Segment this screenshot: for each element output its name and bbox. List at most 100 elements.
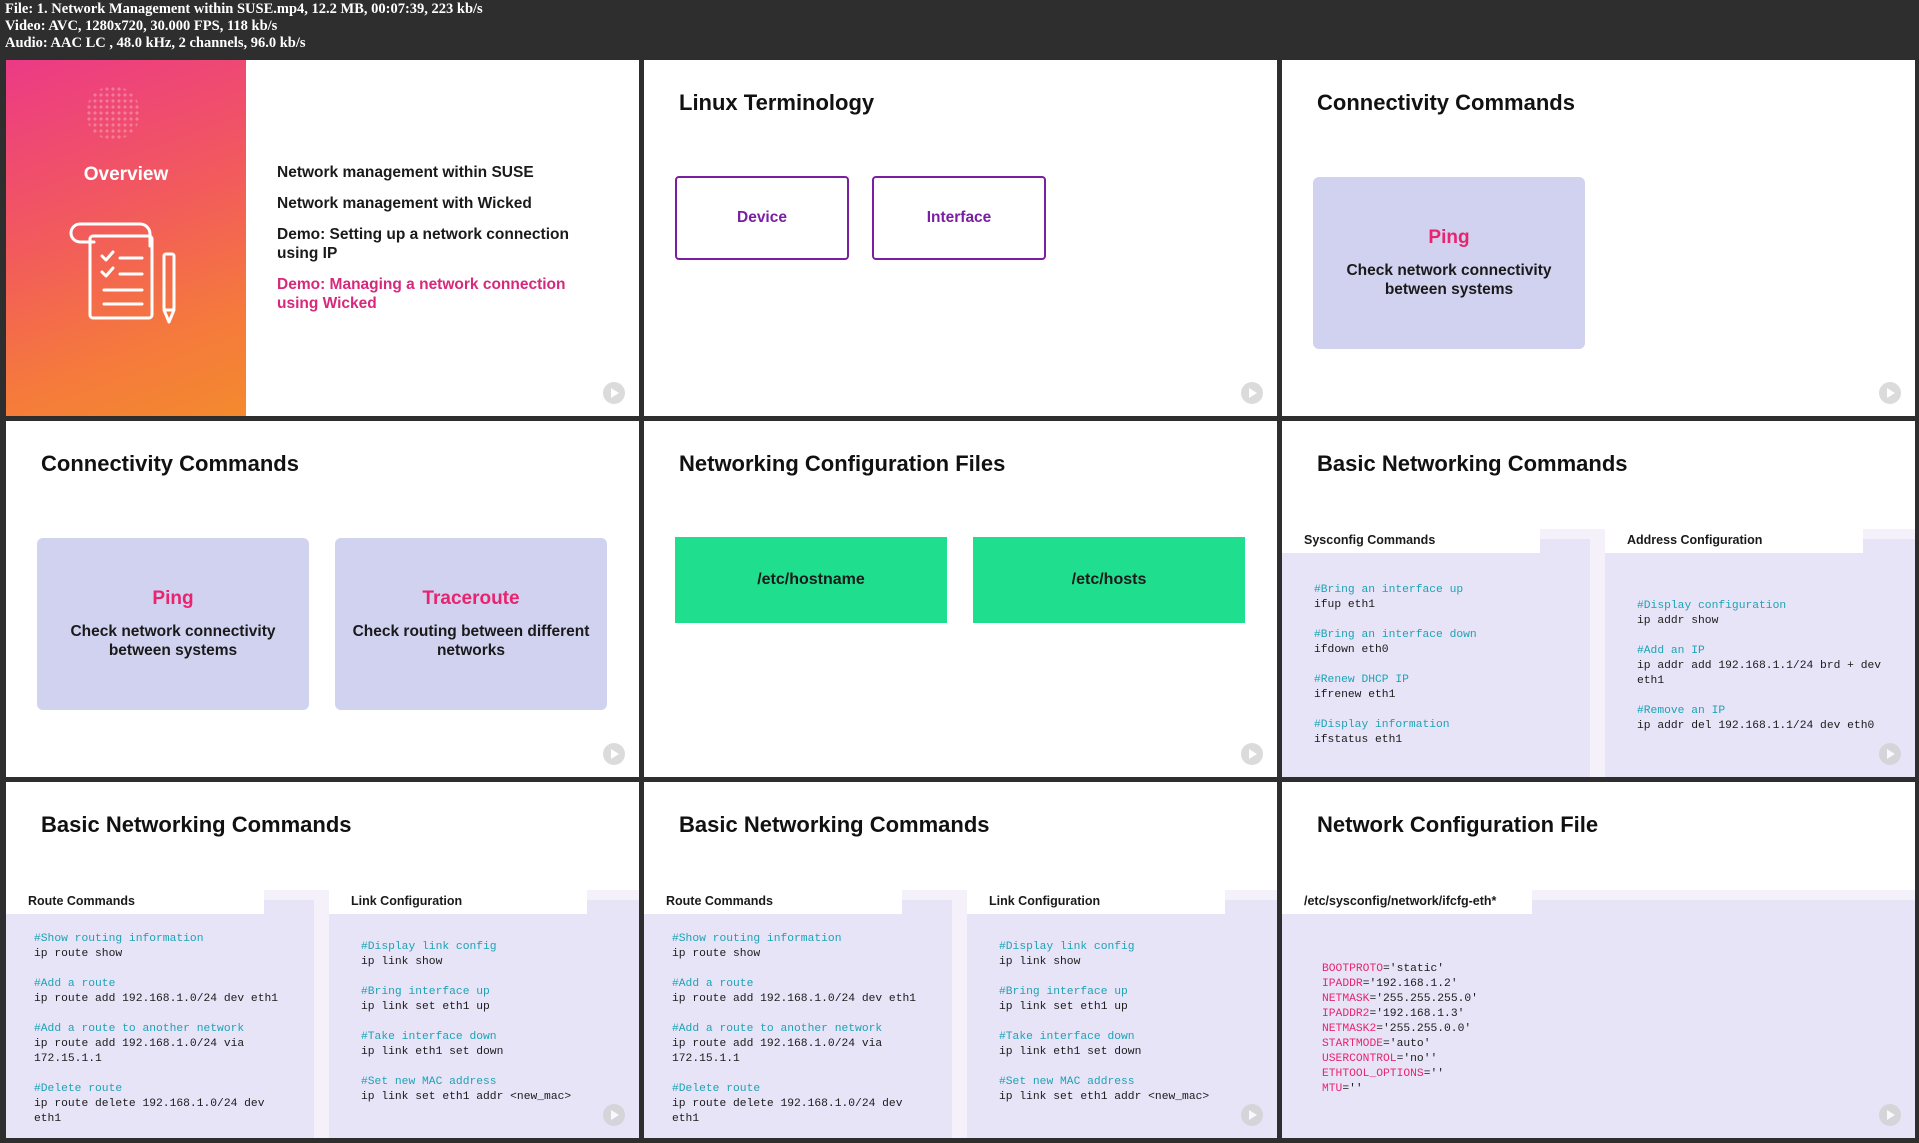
code-command: ip addr show [1637,615,1719,627]
thumbnail-basic-commands-2[interactable]: Basic Networking Commands Route Commands… [6,782,639,1138]
file-info-header: File: 1. Network Management within SUSE.… [0,0,1919,58]
overview-list: Network management within SUSE Network m… [277,163,597,325]
overview-item: Network management within SUSE [277,164,534,181]
thumbnail-config-files[interactable]: Networking Configuration Files /etc/host… [644,421,1277,777]
code-comment: #Bring an interface up [1314,584,1464,596]
ping-card: Ping Check network connectivity between … [37,538,309,710]
play-icon [1241,382,1263,404]
overview-item: Network management with Wicked [277,195,532,212]
code-command: ip route add 192.168.1.0/24 dev eth1 [672,993,917,1005]
config-key: STARTMODE [1322,1038,1384,1050]
config-line: USERCONTROL='no'' [1322,1052,1907,1067]
code-comment: #Bring interface up [361,986,490,998]
config-value: ='255.255.255.0' [1369,993,1478,1005]
thumbnail-basic-commands-3[interactable]: Basic Networking Commands Route Commands… [644,782,1277,1138]
thumbnail-config-file[interactable]: Network Configuration File /etc/sysconfi… [1282,782,1915,1138]
play-icon [1241,743,1263,765]
play-icon [603,382,625,404]
code-command: ip link eth1 set down [361,1046,504,1058]
config-value: ='' [1342,1083,1363,1095]
slide-title: Basic Networking Commands [679,812,990,837]
code-command: ip route delete 192.168.1.0/24 dev eth1 [34,1098,265,1125]
card-description: Check network connectivity between syste… [70,623,276,659]
interface-box: Interface [872,176,1046,260]
device-box: Device [675,176,849,260]
code-comment: #Show routing information [34,933,204,945]
code-command: ip route add 192.168.1.0/24 via 172.15.1… [34,1038,245,1065]
slide-title: Connectivity Commands [41,451,299,476]
code-command: ip link show [999,956,1081,968]
config-key: NETMASK2 [1322,1023,1377,1035]
config-key: IPADDR [1322,978,1363,990]
slide-title: Linux Terminology [679,90,875,115]
config-value: ='auto' [1383,1038,1431,1050]
code-comment: #Show routing information [672,933,842,945]
slide-title: Networking Configuration Files [679,451,1006,476]
panel-tab: /etc/sysconfig/network/ifcfg-eth* [1282,888,1532,914]
slide-title: Basic Networking Commands [41,812,352,837]
config-value: ='192.168.1.3' [1369,1008,1465,1020]
code-command: ifstatus eth1 [1314,734,1403,746]
play-icon [603,1104,625,1126]
config-value: ='' [1423,1068,1445,1080]
play-icon [1879,743,1901,765]
code-comment: #Display link config [361,941,497,953]
panel-tab: Route Commands [644,888,902,914]
config-key: ETHTOOL_OPTIONS [1322,1068,1424,1080]
play-icon [1879,382,1901,404]
config-line: ETHTOOL_OPTIONS='' [1322,1067,1907,1082]
config-line: IPADDR='192.168.1.2' [1322,977,1907,992]
thumbnail-connectivity-1[interactable]: Connectivity Commands Ping Check network… [1282,60,1915,416]
code-comment: #Delete route [34,1083,123,1095]
code-comment: #Add a route to another network [34,1023,245,1035]
code-block: #Display link config ip link show #Bring i… [361,940,631,1120]
play-icon [1241,1104,1263,1126]
card-description: Check routing between different networks [352,623,590,659]
code-command: ip link set eth1 addr <new_mac> [361,1091,572,1103]
route-commands-panel: Route Commands #Show routing information… [644,888,952,1138]
panel-tab: Sysconfig Commands [1282,527,1540,553]
config-line: IPADDR2='192.168.1.3' [1322,1007,1907,1022]
code-command: ip link show [361,956,443,968]
route-commands-panel: Route Commands #Show routing information… [6,888,314,1138]
config-line: MTU='' [1322,1082,1907,1097]
config-key: IPADDR2 [1322,1008,1370,1020]
config-key: USERCONTROL [1322,1053,1397,1065]
code-comment: #Renew DHCP IP [1314,674,1409,686]
play-icon [1879,1104,1901,1126]
thumbnail-basic-commands-1[interactable]: Basic Networking Commands Sysconfig Comm… [1282,421,1915,777]
panel-tab: Route Commands [6,888,264,914]
code-comment: #Add a route [672,978,754,990]
code-command: ip link set eth1 up [361,1001,490,1013]
overview-panel: Overview [6,60,246,416]
code-comment: #Set new MAC address [999,1076,1135,1088]
code-command: ip route show [672,948,761,960]
code-command: ip addr del 192.168.1.1/24 dev eth0 [1637,720,1875,732]
card-title: Ping [152,588,194,609]
thumbnail-connectivity-2[interactable]: Connectivity Commands Ping Check network… [6,421,639,777]
config-line: BOOTPROTO='static' [1322,962,1907,977]
address-config-panel: Address Configuration #Display configura… [1605,527,1915,777]
config-line: STARTMODE='auto' [1322,1037,1907,1052]
code-command: ifrenew eth1 [1314,689,1396,701]
thumbnail-terminology[interactable]: Linux Terminology Device Interface [644,60,1277,416]
code-comment: #Add a route [34,978,116,990]
card-title: Traceroute [422,588,520,609]
code-command: ifdown eth0 [1314,644,1389,656]
code-comment: #Take interface down [361,1031,497,1043]
dot-pattern [86,86,140,140]
config-value: ='255.255.0.0' [1376,1023,1472,1035]
config-line: NETMASK='255.255.255.0' [1322,992,1907,1007]
panel-tab: Link Configuration [967,888,1225,914]
thumbnail-overview[interactable]: Overview Network management within SUSE … [6,60,639,416]
config-value: ='no'' [1396,1053,1438,1065]
code-command: ifup eth1 [1314,599,1376,611]
code-comment: #Delete route [672,1083,761,1095]
card-title: Ping [1428,227,1470,248]
code-command: ip route add 192.168.1.0/24 dev eth1 [34,993,279,1005]
code-command: ip link set eth1 up [999,1001,1128,1013]
